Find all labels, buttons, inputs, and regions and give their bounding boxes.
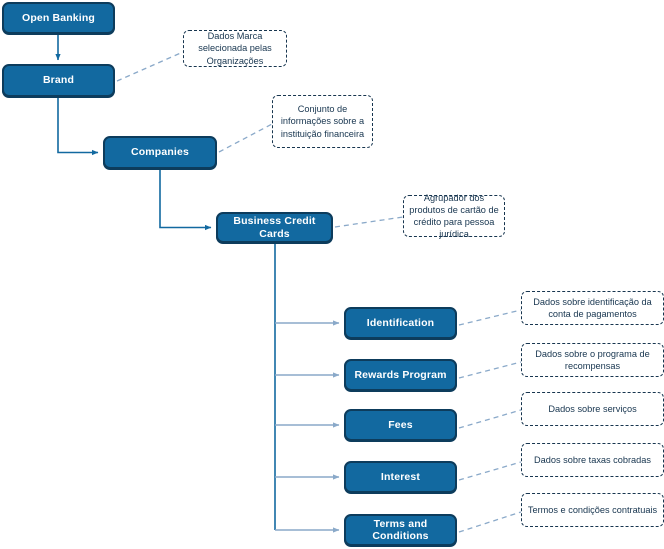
callout-label: Dados sobre serviços xyxy=(548,403,637,414)
leader-brand-to-callout xyxy=(116,51,184,82)
node-brand[interactable]: Brand xyxy=(2,64,115,97)
callout-terms-and-conditions: Termos e condições contratuais xyxy=(521,493,664,527)
leader-fees-to-callout xyxy=(458,409,522,429)
node-label: Companies xyxy=(131,146,189,159)
node-label: Terms and Conditions xyxy=(372,517,429,542)
callout-label: Dados sobre taxas cobradas xyxy=(534,454,651,465)
node-rewards-program[interactable]: Rewards Program xyxy=(344,359,457,391)
leader-business-credit-cards-to-callout xyxy=(334,216,404,228)
node-fees[interactable]: Fees xyxy=(344,409,457,441)
callout-brand: Dados Marca selecionada pelas Organizaçõ… xyxy=(183,30,287,67)
node-terms-and-conditions[interactable]: Terms and Conditions xyxy=(344,514,457,546)
callout-label: Dados Marca selecionada pelas Organizaçõ… xyxy=(198,31,272,66)
callout-label: Conjunto de informações sobre a institui… xyxy=(280,104,365,139)
node-label: Interest xyxy=(380,470,421,483)
callout-business-credit-cards: Agrupador dos produtos de cartão de créd… xyxy=(403,193,505,239)
callout-label: Dados sobre o programa de recompensas xyxy=(535,348,650,371)
callout-label: Termos e condições contratuais xyxy=(527,504,658,515)
node-label: Fees xyxy=(388,418,413,431)
node-label: Open Banking xyxy=(22,11,95,24)
node-business-credit-cards[interactable]: Business Credit Cards xyxy=(216,212,333,243)
leader-interest-to-callout xyxy=(458,461,522,481)
node-label: Rewards Program xyxy=(354,368,447,381)
node-companies[interactable]: Companies xyxy=(103,136,217,169)
node-label: Business Credit Cards xyxy=(233,215,316,240)
callout-label: Agrupador dos produtos de cartão de créd… xyxy=(409,192,499,240)
node-identification[interactable]: Identification xyxy=(344,307,457,339)
callout-companies: Conjunto de informações sobre a institui… xyxy=(272,95,373,148)
leader-identification-to-callout xyxy=(458,309,522,326)
callout-fees: Dados sobre serviços xyxy=(521,392,664,426)
node-interest[interactable]: Interest xyxy=(344,461,457,493)
node-open-banking[interactable]: Open Banking xyxy=(2,2,115,34)
callout-interest: Dados sobre taxas cobradas xyxy=(521,443,664,477)
callout-identification: Dados sobre identificação da conta de pa… xyxy=(521,291,664,325)
leader-terms-and-conditions-to-callout xyxy=(458,511,522,533)
edge-brand-to-companies xyxy=(57,97,99,156)
leader-rewards-program-to-callout xyxy=(458,361,522,379)
node-label: Identification xyxy=(366,316,435,329)
callout-rewards-program: Dados sobre o programa de recompensas xyxy=(521,343,664,377)
leader-companies-to-callout xyxy=(218,123,273,153)
node-label: Brand xyxy=(42,74,75,87)
callout-label: Dados sobre identificação da conta de pa… xyxy=(533,296,652,319)
edge-companies-to-business-credit-cards xyxy=(159,169,212,231)
